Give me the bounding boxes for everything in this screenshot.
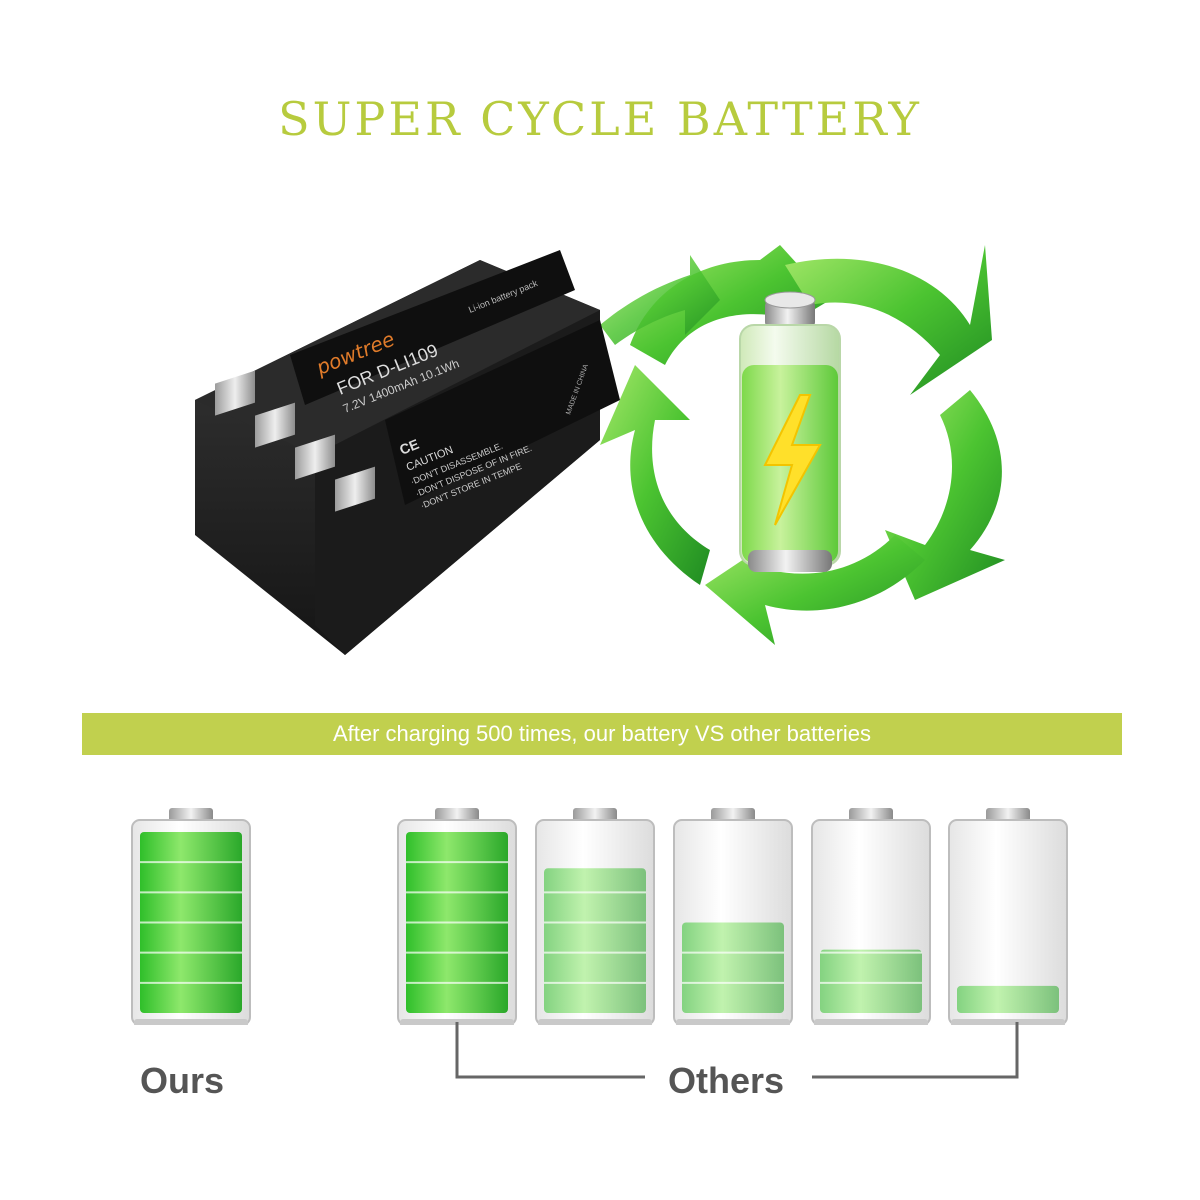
- battery-comparison: [131, 808, 1068, 1025]
- recycle-arrows-icon: [600, 245, 1005, 645]
- others-battery-1: [397, 808, 517, 1025]
- ours-battery: [131, 808, 251, 1025]
- camera-battery-product: powtree FOR D-LI109 7.2V 1400mAh 10.1Wh …: [195, 250, 620, 655]
- others-battery-3: [673, 808, 793, 1025]
- page-title: SUPER CYCLE BATTERY: [278, 92, 922, 146]
- others-battery-4: [811, 808, 931, 1025]
- hero-illustration: powtree FOR D-LI109 7.2V 1400mAh 10.1Wh …: [195, 245, 1005, 655]
- charging-battery-icon: [739, 291, 841, 572]
- others-label: Others: [668, 1060, 785, 1101]
- battery-cells: [131, 808, 1068, 1025]
- ours-label: Ours: [140, 1060, 225, 1101]
- comparison-banner: After charging 500 times, our battery VS…: [82, 713, 1122, 755]
- ce-mark: CE: [397, 436, 421, 458]
- others-battery-5: [948, 808, 1068, 1025]
- banner-text: After charging 500 times, our battery VS…: [332, 721, 872, 746]
- others-battery-2: [535, 808, 655, 1025]
